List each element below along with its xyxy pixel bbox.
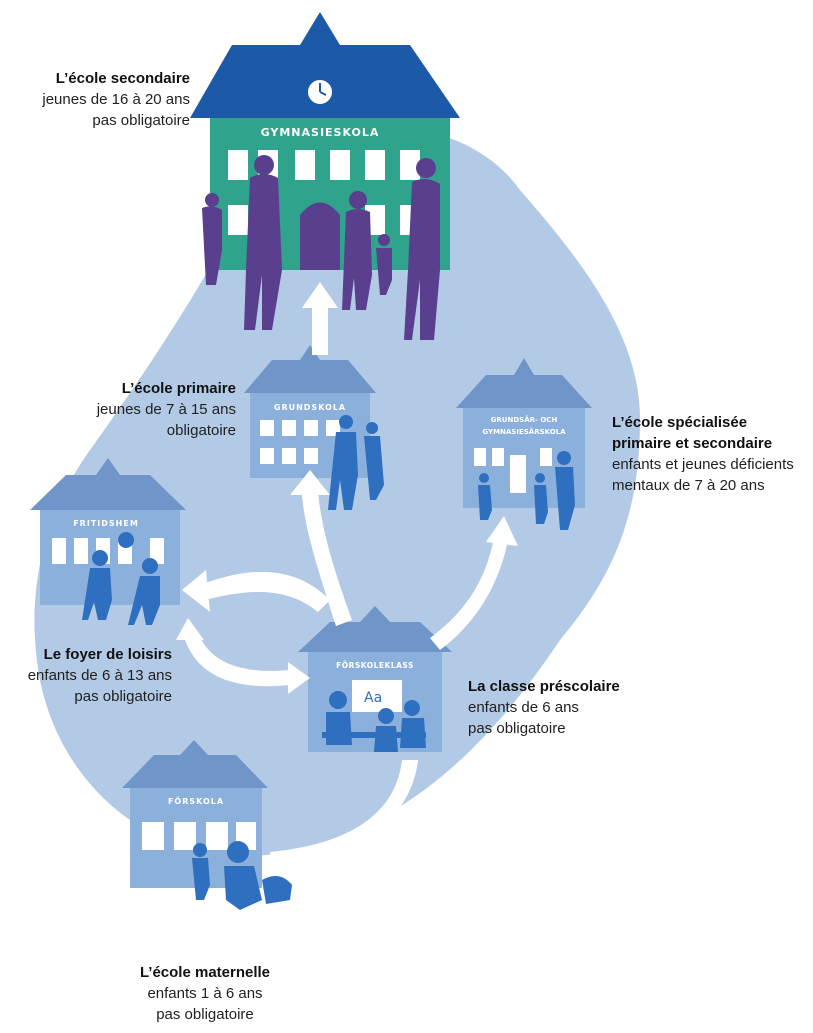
label-primaire-line1: jeunes de 7 à 15 ans bbox=[96, 401, 236, 418]
grundskola-building: GRUNDSKOLA bbox=[244, 345, 384, 510]
label-primaire-line2: obligatoire bbox=[166, 422, 236, 439]
forskoleklass-children bbox=[322, 691, 426, 752]
grundskola-roof bbox=[244, 345, 376, 393]
fritidshem-roof bbox=[30, 458, 186, 510]
forskola-name: FÖRSKOLA bbox=[168, 796, 224, 806]
label-specialisee: L’école spécialisée primaire et secondai… bbox=[612, 412, 807, 496]
label-secondaire-title: L’école secondaire bbox=[55, 70, 190, 87]
grundskola-windows bbox=[260, 420, 340, 464]
label-prescolaire: La classe préscolaire enfants de 6 ans p… bbox=[468, 676, 648, 739]
grundskola-people bbox=[328, 415, 384, 510]
label-specialisee-title1: L’école spécialisée bbox=[612, 414, 748, 431]
grundsarskola-people bbox=[478, 451, 575, 530]
forskoleklass-name: FÖRSKOLEKLASS bbox=[336, 661, 414, 670]
label-primaire: L’école primaire jeunes de 7 à 15 ans ob… bbox=[70, 378, 236, 441]
label-secondaire-line1: jeunes de 16 à 20 ans bbox=[42, 91, 190, 108]
forskola-building: FÖRSKOLA bbox=[122, 740, 292, 910]
arrow-forskoleklass-to-grundsarskola bbox=[430, 538, 508, 650]
label-primaire-title: L’école primaire bbox=[121, 380, 236, 397]
arrow-grundskola-to-gymnasieskola bbox=[312, 305, 328, 355]
label-maternelle: L’école maternelle enfants 1 à 6 ans pas… bbox=[115, 962, 295, 1025]
arrow-forskola-to-forskoleklass bbox=[270, 760, 418, 870]
gymnasieskola-roof bbox=[190, 12, 460, 118]
forskoleklass-building: FÖRSKOLEKLASS Aa bbox=[298, 606, 452, 752]
label-specialisee-line1: enfants et jeunes déficients bbox=[612, 456, 794, 473]
fritidshem-children bbox=[82, 532, 160, 625]
arrow-grundskola-to-fritidshem bbox=[200, 571, 330, 612]
gymnasieskola-people bbox=[202, 155, 440, 340]
progression-arrows bbox=[176, 282, 518, 870]
label-foyer: Le foyer de loisirs enfants de 6 à 13 an… bbox=[0, 644, 172, 707]
forskoleklass-roof bbox=[298, 606, 452, 652]
grundsarskola-windows bbox=[474, 448, 552, 493]
fritidshem-building: FRITIDSHEM bbox=[30, 458, 186, 625]
label-specialisee-line2: mentaux de 7 à 20 ans bbox=[612, 477, 765, 494]
label-maternelle-line2: pas obligatoire bbox=[156, 1006, 254, 1023]
label-foyer-title: Le foyer de loisirs bbox=[43, 646, 172, 663]
gymnasieskola-door bbox=[300, 202, 340, 270]
forskola-children bbox=[192, 841, 292, 910]
chalkboard-text: Aa bbox=[364, 690, 382, 706]
label-prescolaire-line1: enfants de 6 ans bbox=[468, 699, 579, 716]
fritidshem-name: FRITIDSHEM bbox=[73, 519, 139, 528]
grundskola-name: GRUNDSKOLA bbox=[274, 403, 346, 412]
label-foyer-line1: enfants de 6 à 13 ans bbox=[27, 667, 172, 684]
label-maternelle-title: L’école maternelle bbox=[139, 964, 271, 981]
arrow-fritidshem-forskoleklass bbox=[185, 632, 290, 687]
grundsarskola-name-line2: GYMNASIESÄRSKOLA bbox=[482, 427, 566, 436]
grundsarskola-roof bbox=[456, 358, 592, 408]
label-maternelle-line1: enfants 1 à 6 ans bbox=[147, 985, 263, 1002]
label-prescolaire-title: La classe préscolaire bbox=[468, 678, 620, 695]
label-secondaire-line2: pas obligatoire bbox=[92, 112, 190, 129]
arrow-forskoleklass-to-grundskola bbox=[302, 490, 352, 626]
gymnasieskola-building: GYMNASIESKOLA bbox=[190, 12, 460, 340]
forskola-roof bbox=[122, 740, 268, 788]
label-foyer-line2: pas obligatoire bbox=[74, 688, 172, 705]
grundsarskola-name-line1: GRUNDSÄR- OCH bbox=[491, 415, 558, 424]
grundsarskola-building: GRUNDSÄR- OCH GYMNASIESÄRSKOLA bbox=[456, 358, 592, 530]
chalkboard bbox=[352, 680, 402, 712]
label-secondaire: L’école secondaire jeunes de 16 à 20 ans… bbox=[40, 68, 190, 131]
gymnasieskola-name: GYMNASIESKOLA bbox=[261, 126, 380, 139]
label-specialisee-title2: primaire et secondaire bbox=[612, 435, 773, 452]
label-prescolaire-line2: pas obligatoire bbox=[468, 720, 566, 737]
